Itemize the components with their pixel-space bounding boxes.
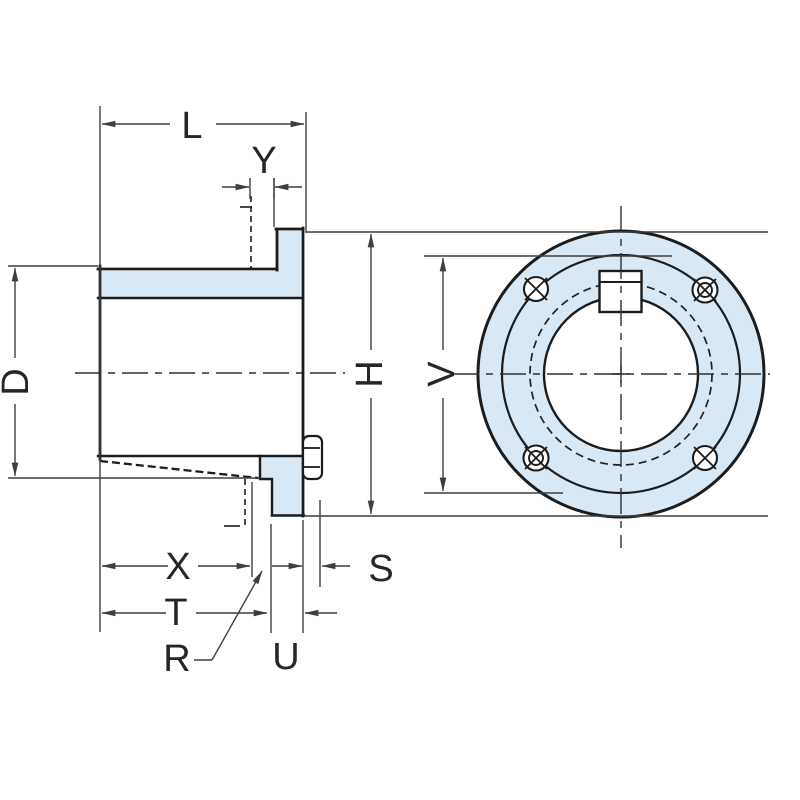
dimension-L: L [101,105,307,231]
dim-label-v: V [421,361,463,387]
dimensions: L Y D H [0,105,768,680]
dimension-V: V [421,255,672,494]
bolt-hole-bottom-right [691,444,719,472]
dimension-S: S [272,500,394,590]
bolt-hole-top-right [691,276,719,304]
dim-label-s: S [368,548,393,590]
flange-bottom-section-fill [260,457,301,515]
dim-label-t: T [164,592,187,634]
dim-label-u: U [272,636,299,678]
dim-label-d: D [0,368,37,395]
dimension-R: R [163,570,263,680]
set-screw-boss [301,434,324,481]
side-view [75,196,345,529]
flange-bottom-step [258,454,274,517]
dimension-Y: Y [222,140,302,227]
front-view [453,206,770,548]
dimension-U: U [270,520,337,678]
taper-bore-line [99,459,259,480]
dim-label-r: R [163,638,190,680]
dimension-X: X [101,482,253,588]
bolt-hole-top-left [522,275,550,303]
dim-label-h: H [349,360,391,387]
dimension-T: T [101,592,268,634]
dimension-H: H [304,231,768,517]
dim-label-y: Y [251,140,276,182]
dimension-D: D [0,265,260,479]
dim-label-x: X [165,546,190,588]
hub-wall-section-fill [100,229,301,297]
bolt-hole-bottom-left [522,444,550,472]
dim-label-l: L [181,105,202,147]
